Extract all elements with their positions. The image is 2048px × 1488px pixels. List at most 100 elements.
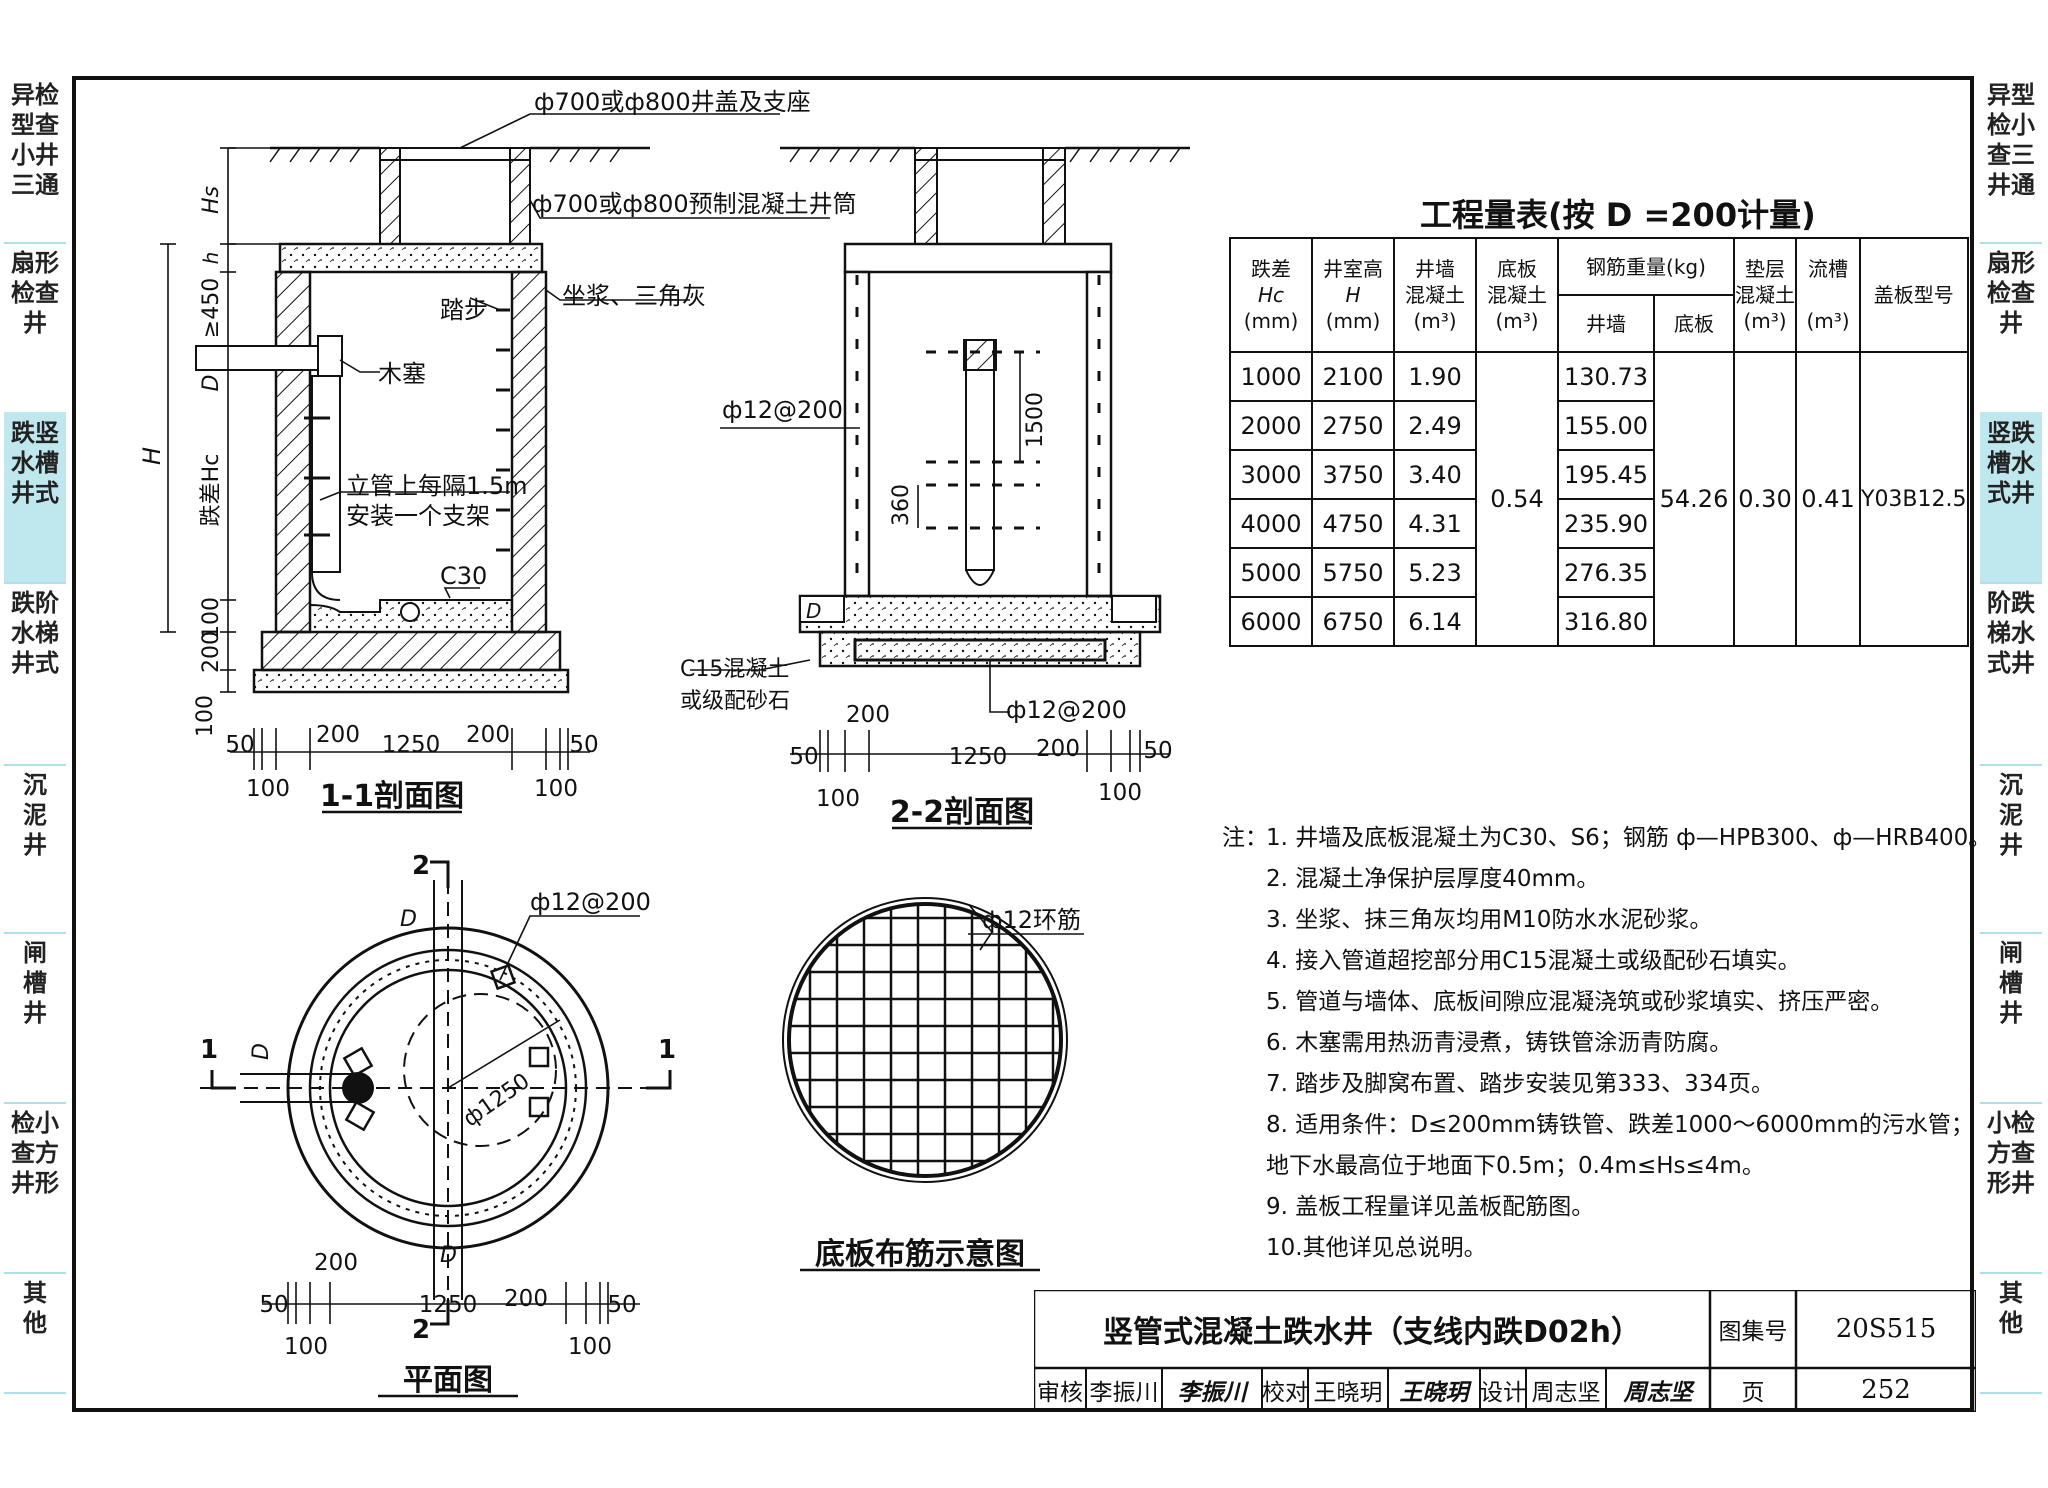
dim-H: H: [138, 447, 166, 465]
label-dia-1250: ф1250: [459, 1069, 535, 1132]
label-rebar-base: ф12@200: [1006, 696, 1127, 724]
label-mortar: 坐浆、三角灰: [562, 282, 706, 310]
label-bracket-2: 安装一个支架: [346, 502, 490, 530]
dim-h-small: h: [199, 252, 223, 265]
cell-h: 2750: [1311, 400, 1395, 451]
cell-hc: 5000: [1229, 547, 1313, 598]
dim-b-50l: 50: [225, 732, 254, 758]
cell-channel: 0.41: [1795, 351, 1861, 647]
cut-2-bottom: 2: [412, 1315, 430, 1345]
chapter-tab-divider: [4, 242, 66, 244]
note-item: 2. 混凝土净保护层厚度40mm。: [1266, 866, 1600, 892]
chapter-tab-left-5[interactable]: 闸槽井: [23, 939, 47, 1027]
dim-b-100r: 100: [534, 776, 578, 802]
label-plan-d-left: D: [249, 1043, 274, 1060]
note-item: 4. 接入管道超挖部分用C15混凝土或级配砂石填实。: [1266, 948, 1801, 974]
dimp-50r: 50: [607, 1292, 636, 1318]
cell-h: 2100: [1311, 351, 1395, 402]
section-1-1: Hs h ≥450 D H 跌差Hc 100 200 100 50 200 12…: [138, 88, 857, 814]
th-wall-conc: 井墙混凝土(m³): [1393, 237, 1477, 353]
cell-steel-wall: 316.80: [1557, 596, 1655, 647]
check-label: 校对: [1262, 1380, 1308, 1406]
dimp-100r: 100: [568, 1334, 612, 1360]
table-row: 5000 5750 5.23 276.35: [1229, 547, 1968, 598]
dim-1500: 1500: [1023, 392, 1048, 448]
reviewer-name: 李振川: [1089, 1380, 1159, 1406]
dim-b-1250: 1250: [382, 732, 441, 758]
chapter-tab-divider: [4, 764, 66, 766]
chapter-tab-right-1[interactable]: 扇形检查井: [1987, 249, 2035, 337]
chapter-tab-left-7[interactable]: 其他: [23, 1279, 47, 1337]
label-cover: ф700或ф800井盖及支座: [534, 88, 811, 116]
caption-plan: 平面图: [403, 1363, 493, 1398]
dim-b-200r: 200: [466, 722, 510, 748]
dimp-200r: 200: [504, 1286, 548, 1312]
chapter-tab-left-4[interactable]: 沉泥井: [23, 771, 47, 859]
dim-450: ≥450: [199, 278, 224, 338]
cut-2-top: 2: [412, 851, 430, 881]
base-rebar-diagram: ф12环筋 底板布筋示意图: [782, 897, 1084, 1272]
chapter-tab-right-7[interactable]: 其他: [1999, 1279, 2023, 1337]
chapter-tab-left-6[interactable]: 检小查方井形: [11, 1109, 59, 1197]
plan-view: ф1250 2 2 1 1 D D D ф12@200 200 50 1250 …: [200, 851, 676, 1398]
chapter-tab-divider: [1980, 932, 2042, 934]
dim2-100r: 100: [1098, 780, 1142, 806]
label-step: 踏步: [440, 296, 488, 324]
dim2-50r: 50: [1143, 738, 1172, 764]
note-item: 8. 适用条件：D≤200mm铸铁管、跌差1000～6000mm的污水管；: [1266, 1112, 1974, 1138]
chapter-tab-right-6[interactable]: 小检方查形井: [1987, 1109, 2035, 1197]
cell-wall: 5.23: [1393, 547, 1477, 598]
section-2-2: D 1500 360 ф12@200 C15混凝土 或级配砂石 ф12@200: [680, 146, 1190, 830]
cut-1-left: 1: [200, 1035, 218, 1065]
cell-hc: 4000: [1229, 498, 1313, 549]
chapter-tab-left-3[interactable]: 跌阶水梯井式: [11, 589, 59, 677]
chapter-tab-right-4[interactable]: 沉泥井: [1999, 771, 2023, 859]
cell-h: 4750: [1311, 498, 1395, 549]
label-fill-2: 或级配砂石: [680, 689, 790, 714]
chapter-tab-right-3[interactable]: 阶跌梯水式井: [1987, 589, 2035, 677]
cell-hc: 3000: [1229, 449, 1313, 500]
chapter-tab-right-2[interactable]: 竖跌槽水式井: [1980, 412, 2042, 582]
label-plan-rebar: ф12@200: [530, 888, 651, 916]
chapter-tab-left-1[interactable]: 扇形检查井: [11, 249, 59, 337]
dim-b-50r: 50: [569, 732, 598, 758]
dim-100a: 100: [199, 597, 224, 639]
chapter-tab-divider: [4, 582, 66, 584]
th-steel-wall: 井墙: [1557, 294, 1655, 353]
table-row: 4000 4750 4.31 235.90: [1229, 498, 1968, 549]
dim2-200l: 200: [846, 702, 890, 728]
th-channel: 流槽(m³): [1795, 237, 1861, 353]
dimp-1250: 1250: [419, 1292, 478, 1318]
title-block: 竖管式混凝土跌水井（支线内跌D02h） 图集号 20S515 审核 李振川 李振…: [1034, 1290, 1976, 1412]
dim-b-200l: 200: [316, 722, 360, 748]
label-plan-d-bottom: D: [440, 1243, 457, 1268]
chapter-tab-right-5[interactable]: 闸槽井: [1999, 939, 2023, 1027]
review-label: 审核: [1037, 1380, 1083, 1406]
cell-wall: 3.40: [1393, 449, 1477, 500]
cell-hc: 1000: [1229, 351, 1313, 402]
chapter-tab-right-0[interactable]: 异型检小查三井通: [1987, 81, 2035, 199]
cell-steel-base: 54.26: [1653, 351, 1735, 647]
drawing-title: 竖管式混凝土跌水井（支线内跌D02h）: [1102, 1315, 1641, 1350]
cell-cover-type: Y03B12.5: [1859, 351, 1969, 647]
label-shaft: ф700或ф800预制混凝土井筒: [532, 190, 857, 218]
note-item: 10.其他详见总说明。: [1266, 1235, 1487, 1261]
table-row: 3000 3750 3.40 195.45: [1229, 449, 1968, 500]
chapter-tab-left-2[interactable]: 跌竖水槽井式: [4, 412, 66, 582]
cell-h: 3750: [1311, 449, 1395, 500]
chapter-tab-divider: [1980, 1392, 2042, 1394]
chapter-tab-divider: [4, 932, 66, 934]
th-steel-base: 底板: [1653, 294, 1735, 353]
chapter-tab-left-0[interactable]: 异检型查小井三通: [11, 81, 59, 199]
checker-signature: 王晓玥: [1399, 1379, 1469, 1406]
table-row: 6000 6750 6.14 316.80: [1229, 596, 1968, 647]
caption-section-2: 2-2剖面图: [890, 795, 1034, 830]
chapter-tab-divider: [4, 1392, 66, 1394]
page-number: 252: [1861, 1375, 1911, 1405]
design-label: 设计: [1480, 1380, 1526, 1406]
cell-wall: 1.90: [1393, 351, 1477, 402]
cell-steel-wall: 155.00: [1557, 400, 1655, 451]
label-bracket-1: 立管上每隔1.5m: [346, 472, 528, 500]
